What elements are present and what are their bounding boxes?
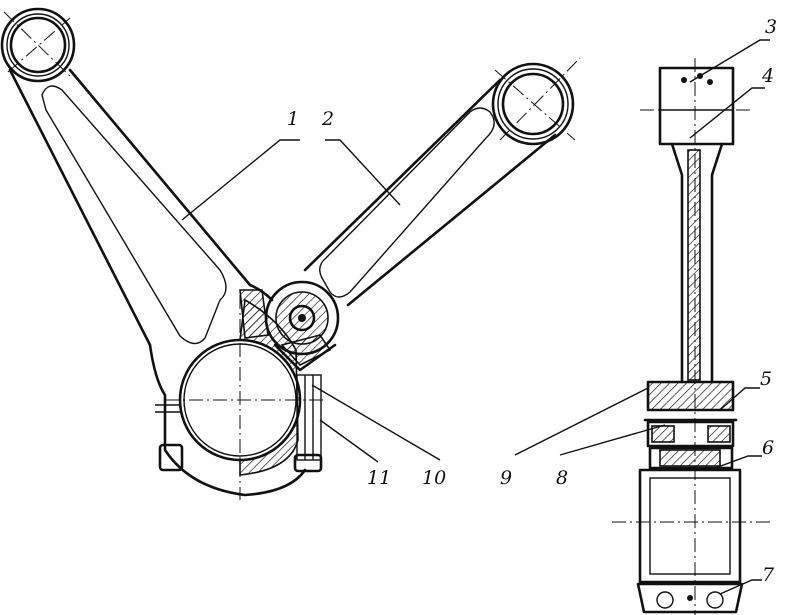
main-rod [0,7,325,500]
callout-3: 3 [765,16,777,38]
callout-5: 5 [760,368,772,390]
side-view-rod [612,58,770,615]
callout-4: 4 [761,65,774,87]
callout-1: 1 [287,108,299,130]
callout-9: 9 [500,467,512,489]
callout-labels: 1 2 3 4 5 6 7 8 9 10 11 [287,16,777,586]
callout-6: 6 [762,437,774,459]
callout-8: 8 [556,467,568,489]
callout-2: 2 [321,108,334,130]
callout-7: 7 [762,564,775,586]
callout-11: 11 [367,467,391,489]
callout-10: 10 [422,467,446,489]
articulated-rod [264,57,581,372]
leader-lines [181,39,770,595]
